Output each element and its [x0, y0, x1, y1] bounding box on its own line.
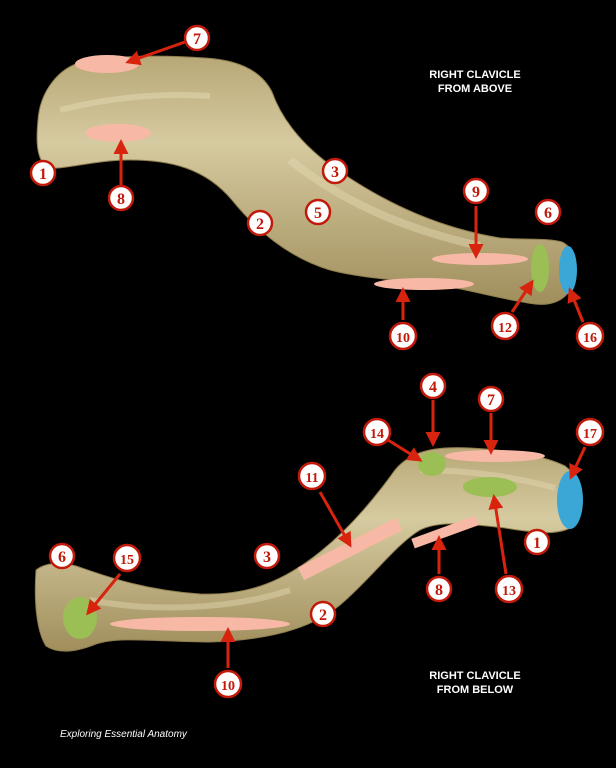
title-bottom-line1: RIGHT CLAVICLE [429, 670, 521, 682]
region-green-14-bottom [418, 452, 446, 476]
region-pink-7-top [75, 55, 139, 73]
region-pink-9-top [432, 253, 528, 265]
arrow-t12 [510, 279, 534, 313]
badge-t1: 1 [29, 159, 57, 187]
region-pink-7-bottom [445, 450, 545, 462]
region-green-13-bottom [463, 477, 517, 497]
badge-t3: 3 [321, 157, 349, 185]
badge-t10: 10 [388, 321, 418, 351]
svg-text:5: 5 [314, 205, 322, 222]
region-green-12-top [531, 244, 549, 292]
badge-b1: 1 [523, 528, 551, 556]
badge-t16: 16 [575, 321, 605, 351]
badge-t9: 9 [462, 177, 490, 205]
arrow-b13 [488, 494, 508, 575]
title-top: RIGHT CLAVICLE FROM ABOVE [395, 68, 555, 96]
svg-text:15: 15 [120, 553, 134, 568]
svg-text:10: 10 [396, 331, 410, 346]
svg-text:10: 10 [221, 679, 235, 694]
badge-b11: 11 [297, 461, 327, 491]
svg-text:13: 13 [502, 584, 516, 599]
arrow-b15 [86, 573, 122, 616]
bone-highlight [287, 156, 481, 250]
svg-text:1: 1 [533, 535, 541, 552]
arrow-b14 [387, 438, 423, 462]
svg-text:14: 14 [370, 427, 384, 442]
region-pink-11-bottom [297, 517, 403, 581]
badge-b15: 15 [112, 543, 142, 573]
badge-t6: 6 [534, 198, 562, 226]
region-blue-16-top [559, 246, 577, 294]
badge-b4: 4 [419, 372, 447, 400]
svg-text:9: 9 [472, 184, 480, 201]
badge-t8: 8 [107, 184, 135, 212]
arrow-b11 [318, 491, 352, 548]
title-top-line1: RIGHT CLAVICLE [429, 69, 521, 81]
svg-text:2: 2 [319, 607, 327, 624]
arrow-t16 [567, 287, 585, 323]
svg-text:3: 3 [263, 549, 271, 566]
svg-text:7: 7 [193, 31, 201, 48]
region-green-15-bottom [63, 597, 97, 639]
svg-text:3: 3 [331, 164, 339, 181]
badge-b10: 10 [213, 669, 243, 699]
svg-text:4: 4 [429, 379, 437, 396]
badge-b2: 2 [309, 600, 337, 628]
svg-text:2: 2 [256, 216, 264, 233]
svg-text:7: 7 [487, 392, 495, 409]
badge-t5: 5 [304, 198, 332, 226]
region-pink-10-bottom [110, 617, 290, 631]
region-pink-8-top [85, 124, 151, 142]
badge-b6: 6 [48, 542, 76, 570]
svg-text:6: 6 [58, 549, 66, 566]
badge-t12: 12 [490, 311, 520, 341]
bone-highlight [59, 91, 211, 113]
svg-text:16: 16 [583, 331, 597, 346]
bone-highlight [89, 587, 291, 611]
badge-b8: 8 [425, 575, 453, 603]
svg-text:8: 8 [435, 582, 443, 599]
badge-t7: 7 [183, 24, 211, 52]
title-top-line2: FROM ABOVE [437, 83, 513, 95]
svg-text:1: 1 [39, 166, 47, 183]
badge-t2: 2 [246, 209, 274, 237]
badge-b3: 3 [253, 542, 281, 570]
badge-b17: 17 [575, 417, 605, 447]
arrow-t7 [125, 40, 186, 66]
region-pink-8-bottom [411, 515, 479, 549]
badge-b13: 13 [494, 574, 524, 604]
svg-text:17: 17 [583, 427, 597, 442]
svg-text:8: 8 [117, 191, 125, 208]
region-pink-10-top [374, 278, 474, 290]
svg-text:12: 12 [498, 321, 512, 336]
arrows [86, 40, 587, 668]
svg-text:11: 11 [305, 471, 318, 486]
badge-b7: 7 [477, 385, 505, 413]
credit-text: Exploring Essential Anatomy [60, 729, 187, 740]
region-blue-17-bottom [557, 471, 583, 529]
title-bottom-line2: FROM BELOW [436, 684, 514, 696]
number-labels: 1 7 8 3 2 5 9 6 10 12 16 4 7 14 17 11 1 … [29, 24, 605, 699]
badge-b14: 14 [362, 417, 392, 447]
svg-text:6: 6 [544, 205, 552, 222]
arrow-b17 [569, 446, 587, 480]
title-bottom: RIGHT CLAVICLE FROM BELOW [395, 669, 555, 697]
